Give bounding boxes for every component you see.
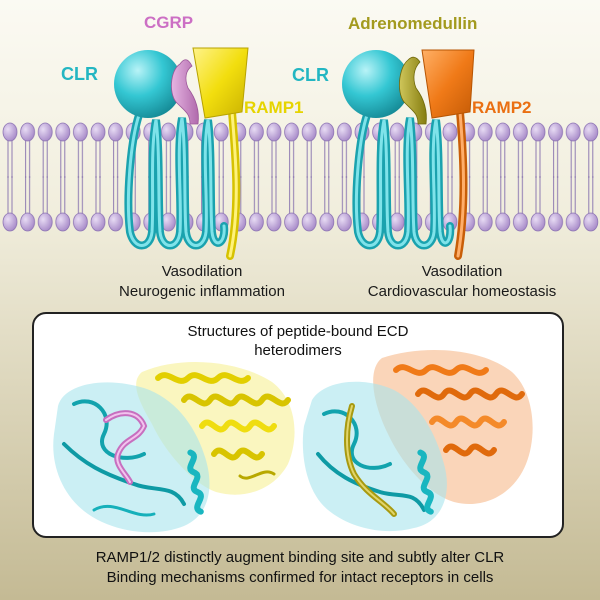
- clr-label-right: CLR: [292, 65, 329, 85]
- clr-label-left: CLR: [61, 64, 98, 84]
- structures-panel: Structures of peptide-bound ECD heterodi…: [32, 312, 564, 538]
- ecd-structures-illustration: [53, 349, 533, 533]
- caption-right-line-2: Cardiovascular homeostasis: [367, 283, 557, 300]
- function-caption-left: Vasodilation Neurogenic inflammation: [72, 262, 332, 302]
- summary-line-1: RAMP1/2 distinctly augment binding site …: [95, 549, 505, 566]
- clr-ecd-right: [342, 50, 410, 118]
- caption-right-line-1: Vasodilation: [421, 263, 503, 280]
- cgrp-label: CGRP: [144, 13, 193, 32]
- clr-ramp1-ecd-structure: [53, 361, 295, 533]
- cgrp-peptide: [171, 59, 199, 125]
- function-caption-right: Vasodilation Cardiovascular homeostasis: [332, 262, 592, 302]
- ramp1-ecd: [192, 47, 249, 119]
- caption-left-line-2: Neurogenic inflammation: [119, 283, 285, 300]
- summary-line-2: Binding mechanisms confirmed for intact …: [106, 569, 494, 586]
- adrenomedullin-peptide: [399, 56, 427, 125]
- panel-title: Structures of peptide-bound ECD heterodi…: [34, 322, 562, 360]
- ramp2-label: RAMP2: [472, 98, 532, 117]
- lipid-layer-upper: [0, 118, 600, 178]
- ramp1-label: RAMP1: [244, 98, 304, 117]
- summary-text: RAMP1/2 distinctly augment binding site …: [0, 548, 600, 588]
- ramp2-ecd: [421, 49, 475, 119]
- clr-ramp2-complex: [342, 49, 475, 260]
- clr-ramp1-complex: [114, 47, 249, 260]
- clr-surface-right: [302, 381, 447, 532]
- clr-ramp2-ecd-structure: [302, 349, 533, 532]
- panel-title-line-2: heterodimers: [254, 342, 342, 359]
- caption-left-line-1: Vasodilation: [161, 263, 243, 280]
- panel-title-line-1: Structures of peptide-bound ECD: [187, 323, 409, 340]
- adrenomedullin-label: Adrenomedullin: [348, 14, 477, 33]
- clr-ecd-left: [114, 50, 182, 118]
- lipid-layer-lower: [0, 176, 600, 236]
